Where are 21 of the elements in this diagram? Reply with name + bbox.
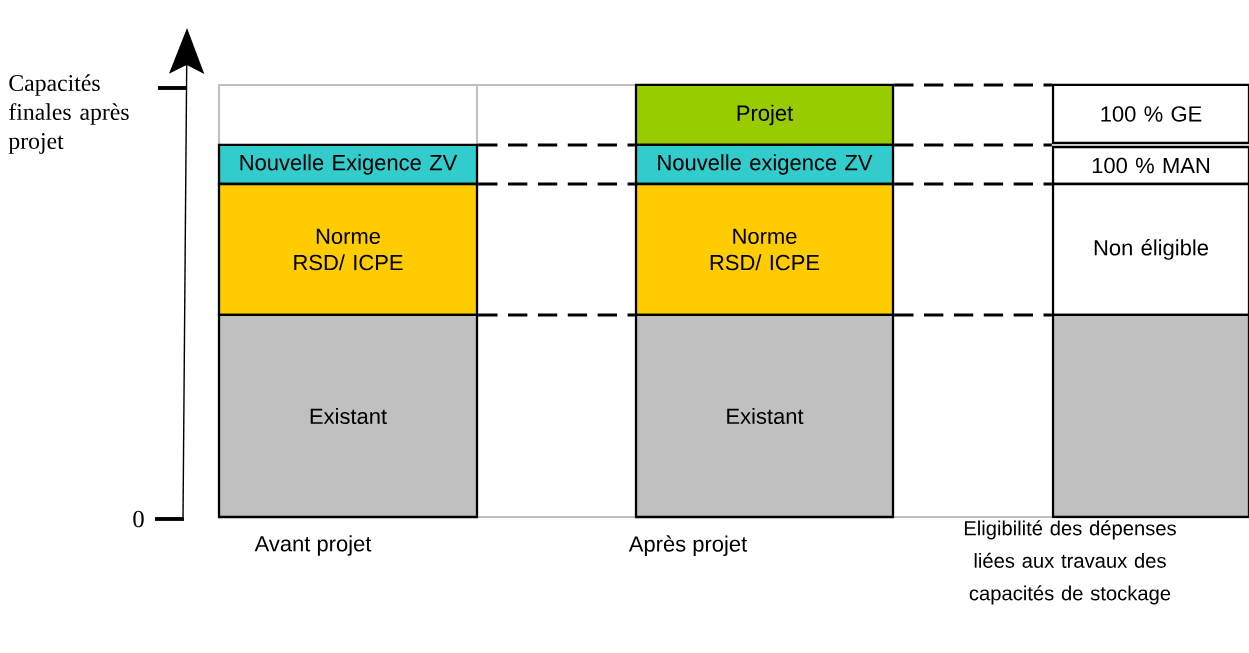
table-cell: 100 % GE	[1051, 83, 1249, 145]
table-cell: 100 % MAN	[1051, 145, 1249, 186]
stacked-bar-segment: Norme RSD/ ICPE	[634, 182, 895, 317]
axis-tick-label: 0	[133, 510, 144, 528]
dashed-line	[894, 182, 1052, 186]
dashed-line	[478, 182, 635, 186]
stacked-bar-segment: Existant	[634, 313, 895, 519]
stacked-bar-segment: Norme RSD/ ICPE	[217, 182, 479, 317]
stacked-bar-segment: Nouvelle exigence ZV	[634, 143, 895, 186]
axis-title: Capacités finales après projet	[8, 74, 129, 154]
stacked-bar-segment: Nouvelle Exigence ZV	[217, 143, 479, 186]
dashed-line	[894, 83, 1052, 87]
dashed-line	[478, 313, 635, 317]
dashed-line	[894, 143, 1052, 147]
stacked-bar-segment: Projet	[634, 83, 895, 147]
stacked-bar-segment	[1051, 313, 1249, 519]
dashed-line	[894, 313, 1052, 317]
dashed-line	[478, 143, 635, 147]
table-cell: Non éligible	[1051, 182, 1249, 317]
stacked-bar-segment: Existant	[217, 313, 479, 519]
category-label: Eligibilité des dépenses liées aux travaux des capacités de stockage	[964, 520, 1176, 605]
